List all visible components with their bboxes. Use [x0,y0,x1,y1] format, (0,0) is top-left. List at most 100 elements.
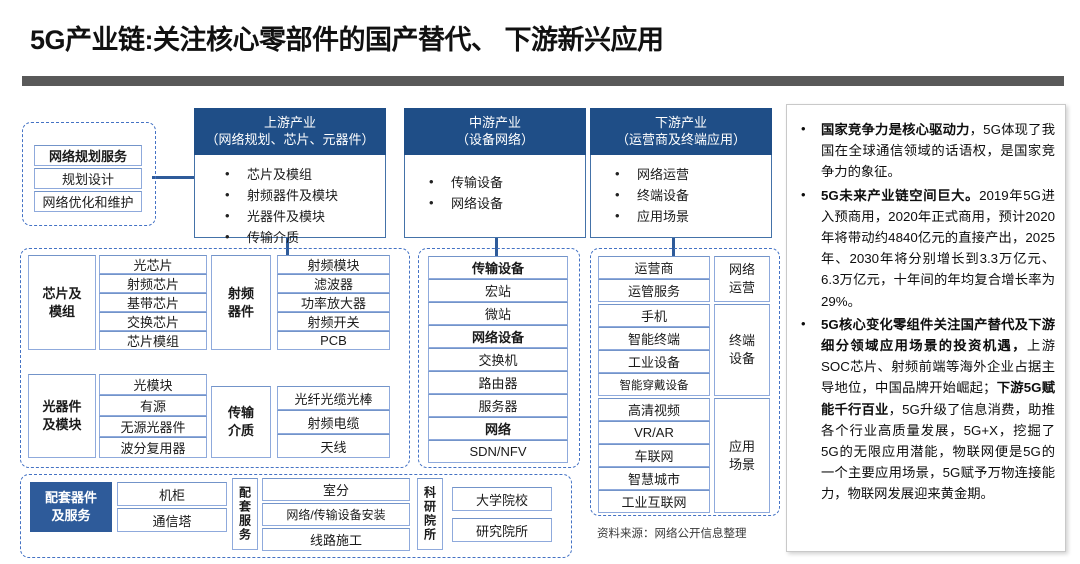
stream-upstream-header: 上游产业 （网络规划、芯片、元器件） [194,108,386,155]
source-note: 资料来源：网络公开信息整理 [597,528,747,540]
downstream-group-label-2: 应用场景 [714,398,770,513]
midstream-item-4[interactable]: 交换机 [428,348,568,371]
midstream-item-0[interactable]: 传输设备 [428,256,568,279]
stream-midstream-header: 中游产业 （设备网络） [404,108,586,155]
downstream-group-label-1: 终端设备 [714,304,770,396]
page-title: 5G产业链:关注核心零部件的国产替代、 下游新兴应用 [30,25,664,55]
upstream-chip-item-3[interactable]: 交换芯片 [99,312,207,331]
downstream-item-0-1[interactable]: 运管服务 [598,279,710,302]
bullet: 传输介质 [225,226,385,248]
summary-point-1: 5G未来产业链空间巨大。2019年5G进入预商用，2020年正式商用，预计202… [799,184,1055,312]
support-service-label: 配套服务 [232,478,258,550]
support-service-item-2[interactable]: 线路施工 [262,528,410,551]
downstream-item-1-0[interactable]: 手机 [598,304,710,327]
stream-upstream-bullets: 芯片及模组 射频器件及模块 光器件及模块 传输介质 [195,155,385,248]
summary-point-2-rest: 上游SOC芯片、射频前端等海外企业占据主导地位，中国品牌开始崛起； [821,338,1056,396]
upstream-optical-item-0[interactable]: 光模块 [99,374,207,395]
downstream-item-2-2[interactable]: 车联网 [598,444,710,467]
summary-point-2-rest2: ，5G升级了信息消费，助推各个行业高质量发展，5G+X，挖掘了5G的无限应用潜能… [821,401,1055,502]
upstream-rf-item-2[interactable]: 功率放大器 [277,293,390,312]
bullet: 芯片及模组 [225,163,385,185]
upstream-optical-label: 光器件 及模块 [28,374,96,458]
bullet: 射频器件及模块 [225,184,385,206]
summary-point-0-bold: 国家竞争力是核心驱动力 [821,122,970,137]
bullet: 传输设备 [429,171,585,193]
bullet: 光器件及模块 [225,205,385,227]
upstream-medium-item-1[interactable]: 射频电缆 [277,410,390,434]
support-parts-item-1[interactable]: 通信塔 [117,508,227,532]
title-underline-bar [22,76,1064,86]
support-service-item-1[interactable]: 网络/传输设备安装 [262,503,410,526]
summary-point-1-rest: 2019年5G进入预商用，2020年正式商用，预计2020年将带动约4840亿元… [821,187,1055,309]
downstream-item-0-0[interactable]: 运营商 [598,256,710,279]
summary-point-2-bold: 5G核心变化零组件关注国产替代及下游细分领域应用场景的投资机遇， [821,316,1055,354]
summary-point-2-bold2: 下游5G赋能千行百业 [821,380,1055,417]
stream-midstream-bullets: 传输设备 网络设备 [405,155,585,214]
support-service-item-0[interactable]: 室分 [262,478,410,501]
stream-upstream-title: 上游产业 [263,115,316,130]
downstream-item-1-2[interactable]: 工业设备 [598,350,710,373]
bullet: 应用场景 [615,205,771,227]
upstream-rf-item-4[interactable]: PCB [277,331,390,350]
upstream-chip-item-4[interactable]: 芯片模组 [99,331,207,350]
midstream-item-3[interactable]: 网络设备 [428,325,568,348]
downstream-item-2-1[interactable]: VR/AR [598,421,710,444]
downstream-group-label-0: 网络运营 [714,256,770,302]
support-parts-item-0[interactable]: 机柜 [117,482,227,506]
bullet: 网络设备 [429,192,585,214]
summary-panel: 国家竞争力是核心驱动力，5G体现了我国在全球通信领域的话语权，是国家竞争力的象征… [786,104,1066,552]
stream-downstream-bullets: 网络运营 终端设备 应用场景 [591,155,771,227]
upstream-medium-item-0[interactable]: 光纤光缆光棒 [277,386,390,410]
support-parts-label: 配套器件 及服务 [30,482,112,532]
upstream-optical-item-3[interactable]: 波分复用器 [99,437,207,458]
midstream-item-7[interactable]: 网络 [428,417,568,440]
midstream-detail-group [418,248,580,468]
stream-midstream-title: 中游产业 [468,115,521,130]
stream-downstream-subtitle: （运营商及终端应用） [615,132,746,147]
downstream-item-1-1[interactable]: 智能终端 [598,327,710,350]
stream-upstream-subtitle: （网络规划、芯片、元器件） [205,132,375,147]
planning-header[interactable]: 网络规划服务 [34,145,142,166]
upstream-chip-item-0[interactable]: 光芯片 [99,255,207,274]
upstream-detail-group [20,248,410,468]
downstream-item-2-4[interactable]: 工业互联网 [598,490,710,513]
connector-planning-to-upstream [152,176,208,179]
downstream-item-1-3[interactable]: 智能穿戴设备 [598,373,710,396]
midstream-item-6[interactable]: 服务器 [428,394,568,417]
stream-downstream-title: 下游产业 [654,115,707,130]
stream-upstream[interactable]: 上游产业 （网络规划、芯片、元器件） 芯片及模组 射频器件及模块 光器件及模块 … [194,108,386,247]
support-research-item-0[interactable]: 大学院校 [452,487,552,511]
midstream-item-8[interactable]: SDN/NFV [428,440,568,463]
upstream-medium-item-2[interactable]: 天线 [277,434,390,458]
upstream-rf-item-1[interactable]: 滤波器 [277,274,390,293]
bullet: 终端设备 [615,184,771,206]
upstream-chip-item-2[interactable]: 基带芯片 [99,293,207,312]
connector-midstream-down [495,228,498,260]
summary-point-2: 5G核心变化零组件关注国产替代及下游细分领域应用场景的投资机遇，上游SOC芯片、… [799,313,1056,505]
stream-midstream[interactable]: 中游产业 （设备网络） 传输设备 网络设备 [404,108,586,238]
support-research-label: 科研院所 [417,478,443,550]
summary-point-0: 国家竞争力是核心驱动力，5G体现了我国在全球通信领域的话语权，是国家竞争力的象征… [799,118,1055,183]
upstream-chip-label: 芯片及 模组 [28,255,96,350]
stream-downstream-header: 下游产业 （运营商及终端应用） [590,108,772,155]
upstream-optical-item-2[interactable]: 无源光器件 [99,416,207,437]
downstream-item-2-3[interactable]: 智慧城市 [598,467,710,490]
upstream-rf-item-3[interactable]: 射频开关 [277,312,390,331]
upstream-optical-item-1[interactable]: 有源 [99,395,207,416]
downstream-item-2-0[interactable]: 高清视频 [598,398,710,421]
upstream-rf-item-0[interactable]: 射频模块 [277,255,390,274]
summary-point-0-rest: ，5G体现了我国在全球通信领域的话语权，是国家竞争力的象征。 [821,122,1055,180]
summary-list: 国家竞争力是核心驱动力，5G体现了我国在全球通信领域的话语权，是国家竞争力的象征… [787,105,1065,505]
midstream-item-1[interactable]: 宏站 [428,279,568,302]
summary-point-1-bold: 5G未来产业链空间巨大。 [821,187,980,203]
stream-downstream[interactable]: 下游产业 （运营商及终端应用） 网络运营 终端设备 应用场景 [590,108,772,238]
planning-item-0[interactable]: 规划设计 [34,168,142,189]
midstream-item-2[interactable]: 微站 [428,302,568,325]
midstream-item-5[interactable]: 路由器 [428,371,568,394]
stream-midstream-subtitle: （设备网络） [455,132,534,147]
planning-service-group [22,122,156,226]
upstream-rf-label: 射频 器件 [211,255,271,350]
upstream-chip-item-1[interactable]: 射频芯片 [99,274,207,293]
support-research-item-1[interactable]: 研究院所 [452,518,552,542]
planning-item-1[interactable]: 网络优化和维护 [34,191,142,212]
